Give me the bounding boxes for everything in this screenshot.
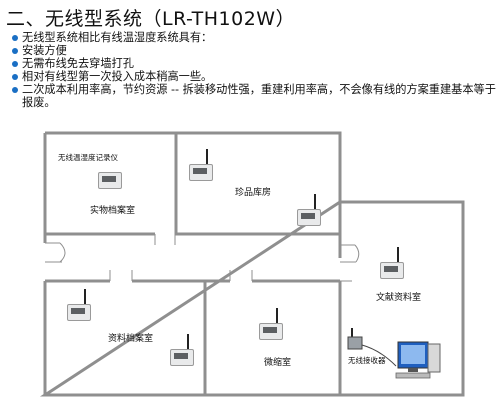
room-label: 实物档案室 <box>90 206 136 216</box>
room-label: 文献资料室 <box>376 293 422 303</box>
room-label: 微缩室 <box>264 358 292 368</box>
door-mark <box>59 242 66 263</box>
door-mark <box>340 244 356 282</box>
page-title: 二、无线型系统（LR-TH102W） <box>6 8 296 30</box>
list-item: 安装方便 <box>12 44 496 57</box>
bullet-icon <box>12 48 18 54</box>
sensor-icon <box>259 308 283 340</box>
sensor-icon <box>67 289 91 321</box>
door-mark <box>109 270 133 281</box>
door-mark <box>229 270 253 281</box>
sensor-icon <box>297 194 321 226</box>
list-item: 无线型系统相比有线温湿度系统具有： <box>12 31 496 44</box>
sensor-icon <box>189 149 213 181</box>
receiver-icon <box>347 328 397 367</box>
room-label: 资料档案室 <box>108 334 154 344</box>
door-mark <box>354 244 360 263</box>
bullet-icon <box>12 61 18 67</box>
sensor-icon <box>98 168 122 189</box>
wall <box>39 200 465 397</box>
wall <box>45 131 342 202</box>
bullet-icon <box>12 87 18 93</box>
sensor-icon <box>170 334 194 366</box>
feature-list: 无线型系统相比有线温湿度系统具有： 安装方便 无需布线免去穿墙打孔 相对有线型第… <box>12 31 496 109</box>
sensor-icon <box>380 247 404 279</box>
computer-icon <box>395 341 441 379</box>
list-item: 相对有线型第一次投入成本稍高一些。 <box>12 70 496 83</box>
receiver-label: 无线接收器 <box>348 356 386 365</box>
bullet-icon <box>12 74 18 80</box>
door-mark <box>45 242 62 282</box>
door-mark <box>154 234 176 245</box>
bullet-icon <box>12 35 18 41</box>
room-label: 珍品库房 <box>235 188 272 198</box>
list-item: 二次成本利用率高，节约资源 -- 拆装移动性强，重建利用率高，不会像有线的方案重… <box>12 83 496 109</box>
device-label: 无线温湿度记录仪 <box>58 153 118 162</box>
list-item: 无需布线免去穿墙打孔 <box>12 57 496 70</box>
